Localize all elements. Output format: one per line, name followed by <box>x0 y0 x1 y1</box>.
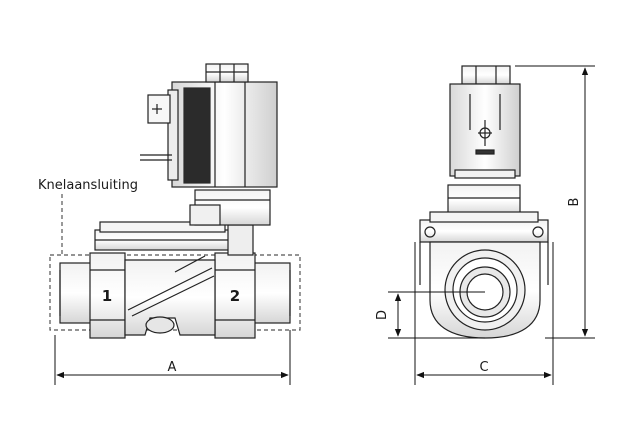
port-label-inlet: 1 <box>102 287 112 305</box>
dimension-a-label: A <box>168 360 177 375</box>
dimension-d-label: D <box>375 310 390 320</box>
port-label-outlet: 2 <box>230 287 240 305</box>
dimension-d <box>388 291 485 339</box>
callout-label: Knelaansluiting <box>38 178 138 193</box>
dimension-b-label: B <box>567 198 582 207</box>
dimension-c-label: C <box>479 360 488 375</box>
dimension-a <box>54 330 291 385</box>
front-neck <box>447 184 521 216</box>
front-coil <box>449 83 521 177</box>
front-top-nut <box>461 65 511 85</box>
side-view <box>49 63 301 339</box>
compression-fitting-outline <box>49 254 301 331</box>
front-view <box>419 65 549 339</box>
front-flange <box>419 219 549 243</box>
right-pipe <box>249 262 291 324</box>
dimension-c <box>414 242 554 385</box>
inlet-nut <box>89 252 126 339</box>
top-nut <box>205 63 249 83</box>
